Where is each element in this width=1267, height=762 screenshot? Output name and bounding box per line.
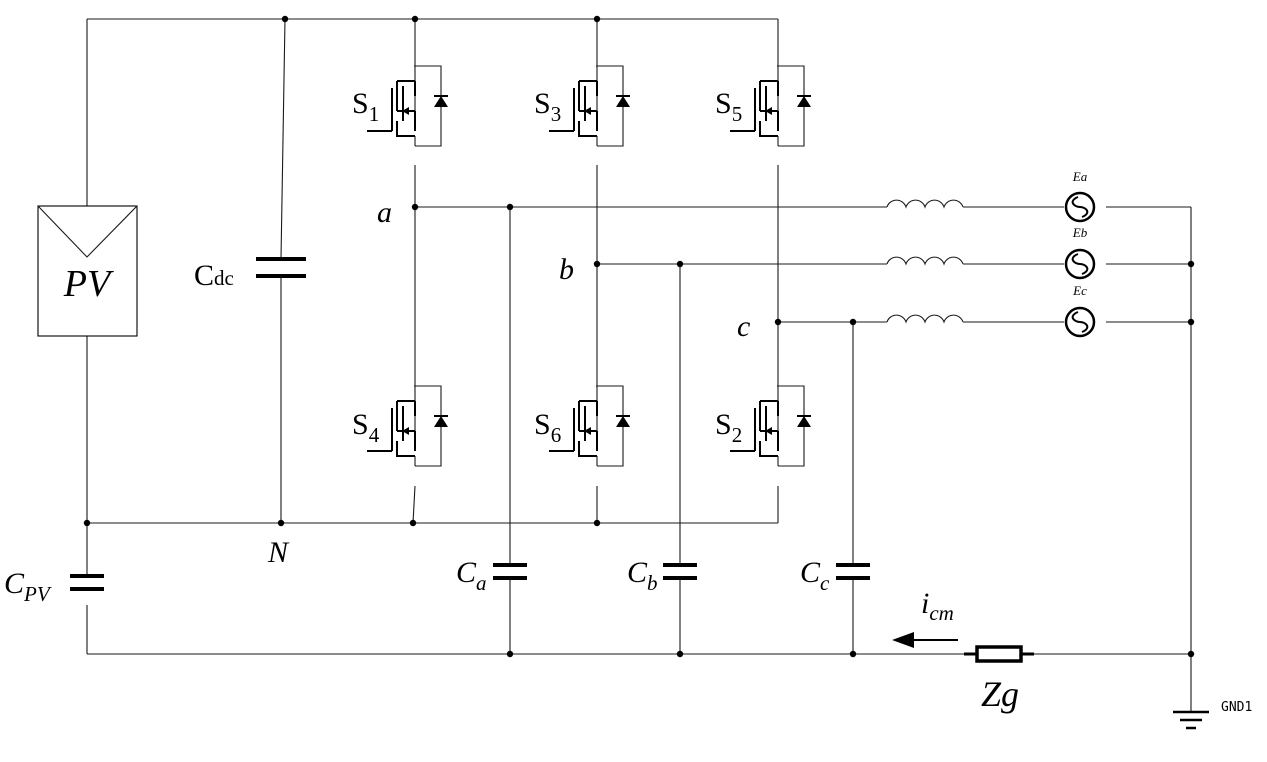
ea-label: Ea (1072, 169, 1088, 184)
grid-source-ea: Ea (1064, 169, 1096, 223)
ground-icon: GND1 (1173, 700, 1252, 730)
eb-label: Eb (1072, 225, 1088, 240)
icm-arrow: icm (892, 587, 958, 648)
cc-label: Cc (800, 556, 830, 595)
capacitor-cdc: Cdc (194, 257, 306, 292)
junction-dots (83, 15, 1195, 658)
capacitor-cb: Cb (627, 556, 697, 595)
node-n-label: N (267, 536, 290, 569)
cb-label: Cb (627, 556, 658, 595)
s6-label: S6 (534, 408, 561, 447)
icm-label: icm (921, 587, 954, 625)
inductor-a (886, 199, 964, 208)
switch-s3: S3 (534, 65, 631, 147)
capacitor-cpv: CPV (4, 567, 104, 606)
grid-source-ec: Ec (1064, 283, 1096, 338)
node-a-label: a (377, 196, 392, 229)
cpv-label: CPV (4, 567, 52, 606)
s1-label: S1 (352, 87, 379, 126)
capacitor-cc: Cc (800, 556, 870, 595)
grid-source-eb: Eb (1064, 225, 1096, 280)
switch-s5: S5 (715, 65, 812, 147)
s2-label: S2 (715, 408, 742, 447)
cdc-label: Cdc (194, 259, 234, 292)
inductor-c (886, 314, 964, 323)
capacitor-ca: Ca (456, 556, 527, 595)
switch-s6: S6 (534, 385, 631, 467)
gnd-label: GND1 (1221, 700, 1252, 715)
inductor-b (886, 256, 964, 265)
pv-panel: PV (37, 205, 138, 337)
ca-label: Ca (456, 556, 487, 595)
s4-label: S4 (352, 408, 380, 447)
s3-label: S3 (534, 87, 561, 126)
node-c-label: c (737, 310, 750, 343)
switch-s2: S2 (715, 385, 812, 467)
s5-label: S5 (715, 87, 742, 126)
ec-label: Ec (1072, 283, 1087, 298)
zg-label: Zg (981, 674, 1019, 714)
switch-s1: S1 (352, 65, 449, 147)
ground-impedance-zg: Zg (964, 645, 1034, 714)
node-b-label: b (559, 253, 574, 286)
switch-s4: S4 (352, 385, 449, 467)
pv-label: PV (63, 263, 114, 305)
